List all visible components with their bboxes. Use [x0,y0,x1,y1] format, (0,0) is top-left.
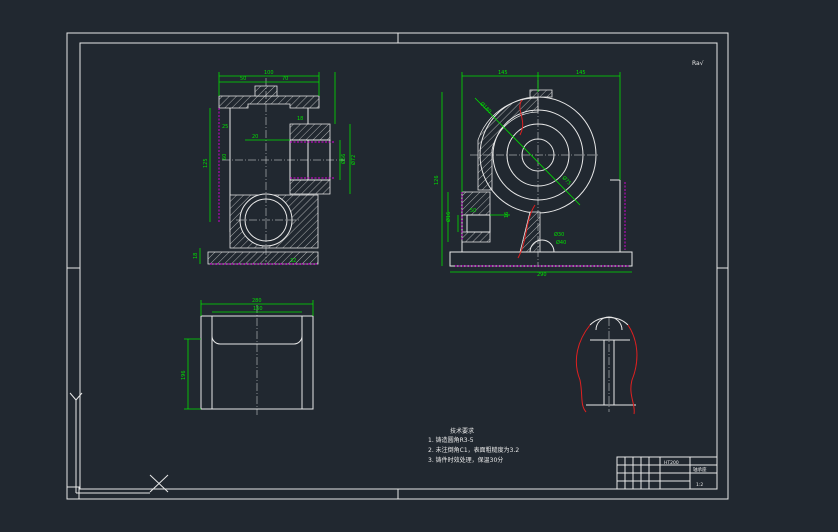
ucs-icon [69,392,169,494]
top-dim: 160 [253,306,263,312]
front-view[interactable]: 100 50 70 60 25 18 20 Ø72 Ø56 125 18 32 [193,70,357,265]
front-dim: Ø56 [340,154,347,164]
side-dim: 50 [470,208,476,214]
side-dim: 16 [504,212,510,218]
top-view[interactable]: 280 160 196 [181,298,314,415]
detail-view[interactable] [575,316,638,415]
front-dim: 70 [282,76,288,82]
title-block: HT200 轴承座 1:2 [616,456,718,490]
side-dim: Ø40 [556,239,566,246]
title-material: HT200 [664,460,679,466]
technical-notes: 技术要求 1. 铸造圆角R3-5 2. 未注倒角C1，表面粗糙度为3.2 3. … [428,427,519,464]
side-dim: 145 [576,70,586,76]
side-view[interactable]: 145 145 Ø180 126 Ø16 Ø75 50 16 Ø30 Ø40 2… [434,70,633,278]
sheet-frame [66,32,729,500]
front-dim: 60 [222,154,228,160]
front-dim: 32 [290,258,296,264]
side-dim: 290 [537,272,547,278]
front-dim: 18 [193,253,199,259]
front-dim: 50 [240,76,246,82]
front-dim: 18 [297,116,303,122]
roughness-mark: Ra√ [692,60,704,67]
front-dim: 100 [264,70,274,76]
top-dim: 280 [252,298,262,304]
front-dim: Ø72 [350,155,357,165]
side-dim: Ø180 [479,100,493,114]
front-dim: 25 [222,124,228,130]
notes-item: 1. 铸造圆角R3-5 [428,436,474,444]
side-dim: Ø30 [554,231,564,238]
side-dim: Ø16 [445,212,452,222]
top-dim: 196 [181,370,187,380]
front-dim: 20 [252,134,258,140]
title-name: 轴承座 [693,466,707,473]
side-dim: 126 [434,175,440,185]
side-dim: 145 [498,70,508,76]
front-dim: 125 [203,158,209,168]
notes-title: 技术要求 [450,427,474,435]
notes-item: 3. 铸件时效处理，保温30分 [428,456,503,464]
title-scale: 1:2 [696,482,703,488]
notes-item: 2. 未注倒角C1，表面粗糙度为3.2 [428,446,519,454]
